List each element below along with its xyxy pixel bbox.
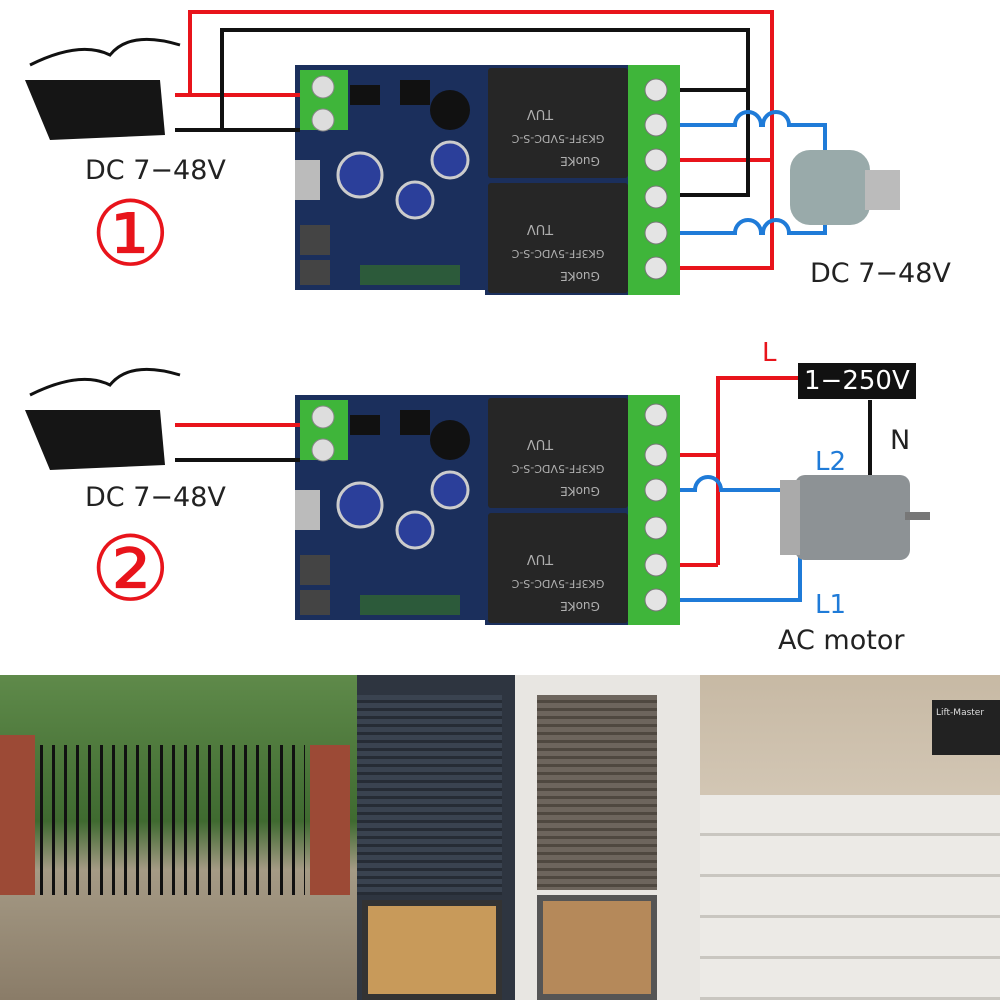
l2-label: L2 <box>815 447 847 477</box>
wire-blue-2 <box>680 215 827 235</box>
diagram-number-1: ① <box>90 182 171 287</box>
power-label-1: DC 7−48V <box>85 155 226 186</box>
photo-roller-shutter-dark <box>357 675 515 1000</box>
wire-blue-1 <box>680 110 827 155</box>
relay-model-text: GK3FF-5VDC-S-C <box>511 462 604 475</box>
voltage-label: 1−250V <box>798 363 916 399</box>
relay-brand-text: GuoKE <box>560 269 600 283</box>
power-adapter-1 <box>25 37 181 140</box>
wire-blue-3 <box>680 475 800 492</box>
l1-label: L1 <box>815 590 847 620</box>
relay-brand-text: GuoKE <box>560 154 600 168</box>
photo-garage-door: Lift-Master <box>700 675 1000 1000</box>
ac-motor-label: AC motor <box>778 625 905 656</box>
relay-cert-text: TUV <box>527 551 554 566</box>
relay-brand-text: GuoKE <box>560 484 600 498</box>
garage-opener-brand: Lift-Master <box>932 700 1000 755</box>
wire-red-2 <box>175 376 800 567</box>
relay-model-text: GK3FF-5VDC-S-C <box>511 247 604 260</box>
dc-motor <box>790 150 900 225</box>
relay-model-text: GK3FF-5VDC-S-C <box>511 577 604 590</box>
relay-cert-text: TUV <box>527 436 554 451</box>
wire-black-2 <box>175 400 872 478</box>
wire-red-1 <box>175 10 774 270</box>
wire-black-1 <box>175 28 750 197</box>
photo-gate <box>0 675 357 1000</box>
relay-model-text: GK3FF-5VDC-S-C <box>511 132 604 145</box>
relay-board-2: GK3FF-5VDC-S-C TUV GuoKE GK3FF-5VDC-S-C … <box>288 393 682 627</box>
power-adapter-2 <box>25 367 181 470</box>
photo-roller-shutter-grey <box>515 675 700 1000</box>
relay-board-1: GK3FF-5VDC-S-C TUV GuoKE GK3FF-5VDC-S-C … <box>288 63 682 297</box>
neutral-label: N <box>890 425 911 456</box>
line-label: L <box>762 338 777 368</box>
relay-brand-text: GuoKE <box>560 599 600 613</box>
relay-cert-text: TUV <box>527 221 554 236</box>
wire-blue-4 <box>680 540 802 602</box>
relay-cert-text: TUV <box>527 106 554 121</box>
ac-motor <box>780 475 930 560</box>
power-label-2: DC 7−48V <box>85 482 226 513</box>
diagram-number-2: ② <box>90 517 171 622</box>
motor-voltage-label: DC 7−48V <box>810 258 951 289</box>
